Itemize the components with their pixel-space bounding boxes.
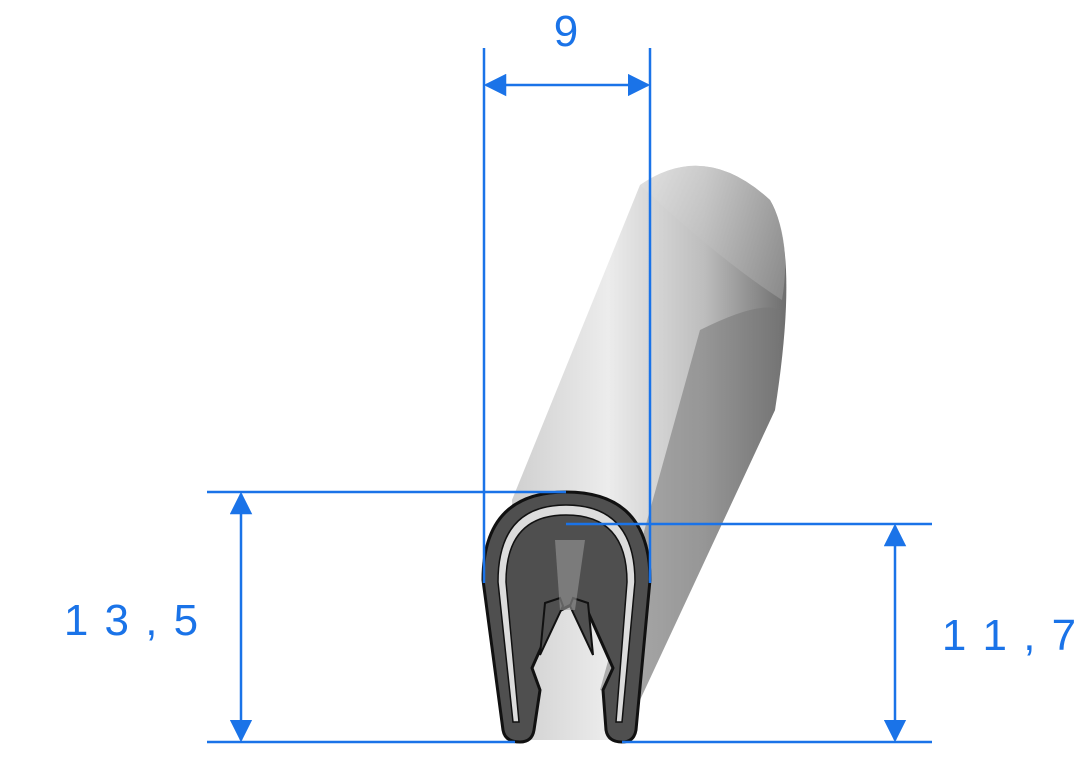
width-value-label: 9 (554, 7, 580, 56)
clip-height-value-label: 1 1 , 7 (942, 611, 1078, 660)
overall-height-value-label: 1 3 , 5 (64, 596, 200, 645)
inner-cavity-highlight (555, 540, 585, 610)
trim-tube-end-cap (640, 165, 786, 300)
dimension-overall-height: 1 3 , 5 (64, 490, 566, 744)
dimension-clip-height: 1 1 , 7 (566, 522, 1078, 744)
metal-insert-clip (497, 504, 636, 723)
dimension-width: 9 (482, 7, 652, 583)
